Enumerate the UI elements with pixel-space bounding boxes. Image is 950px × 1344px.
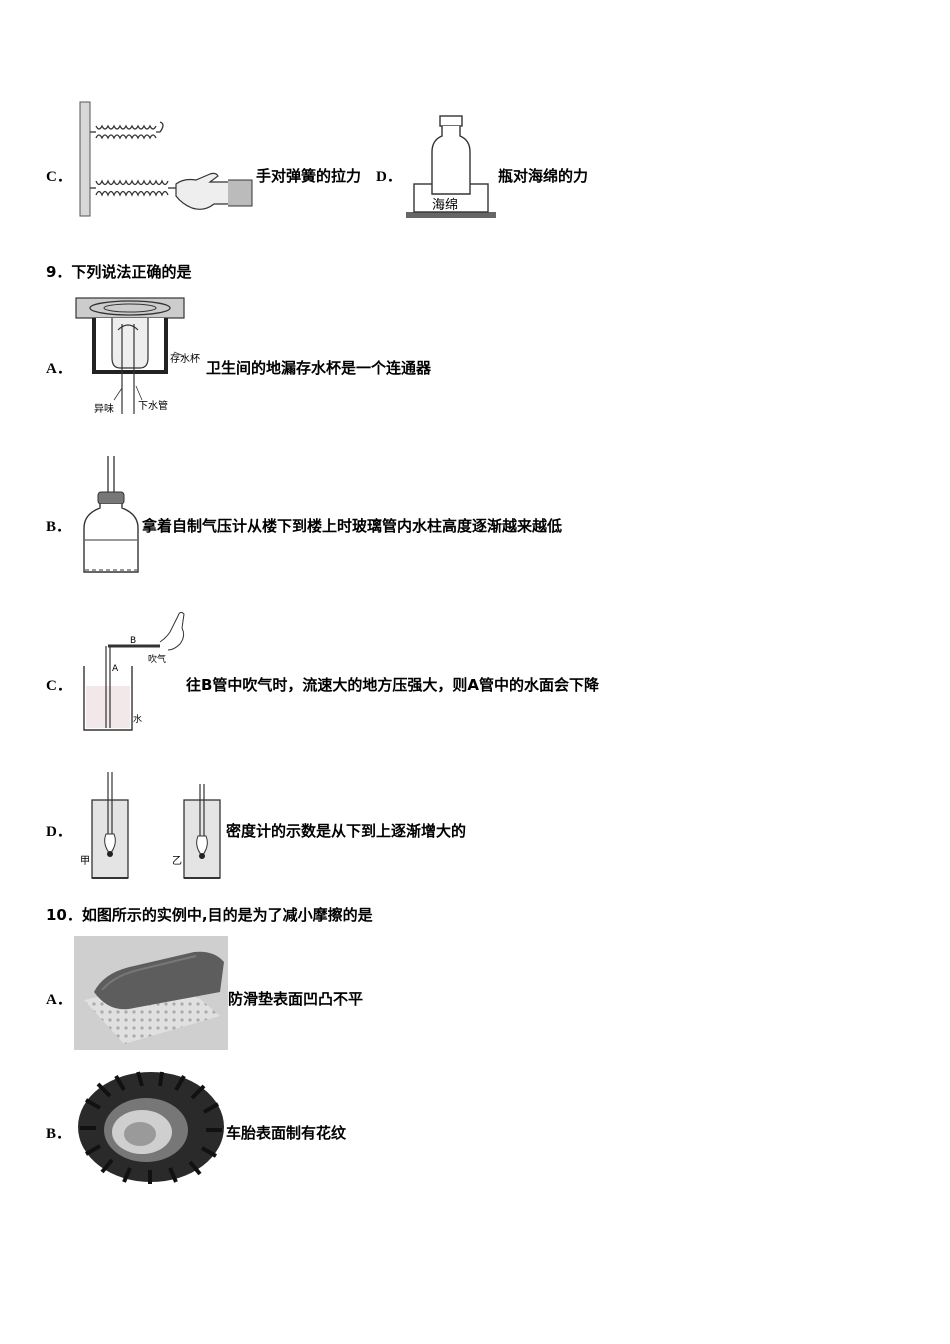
q9-option-b-label: B． xyxy=(46,519,72,535)
blowing-tube-figure xyxy=(83,611,185,731)
water-label: 水 xyxy=(133,715,143,725)
tire-image xyxy=(78,1071,224,1184)
sponge-label: 海绵 xyxy=(432,198,459,213)
q8-option-c-label: C． xyxy=(46,169,72,185)
q9-option-c-text: 往B管中吹气时，流速大的地方压强大，则A管中的水面会下降 xyxy=(186,676,600,694)
pipe-label: 下水管 xyxy=(138,401,168,412)
blow-label: 吹气 xyxy=(148,655,167,665)
tube-a-label: A xyxy=(112,664,119,674)
beaker-yi-label: 乙 xyxy=(172,856,182,867)
spring-hand-figure xyxy=(79,101,253,217)
beaker-jia-label: 甲 xyxy=(80,856,90,867)
q8-option-d-label: D． xyxy=(376,169,402,185)
q10-option-a-text: 防滑垫表面凹凸不平 xyxy=(228,990,364,1008)
q8-option-c-text: 手对弹簧的拉力 xyxy=(256,167,362,185)
q9-option-d-label: D． xyxy=(46,824,72,840)
barometer-bottle-figure xyxy=(83,456,139,573)
q9-option-b-text: 拿着自制气压计从楼下到楼上时玻璃管内水柱高度逐渐越来越低 xyxy=(142,517,563,535)
q9-option-a-text: 卫生间的地漏存水杯是一个连通器 xyxy=(206,359,432,377)
odor-label: 异味 xyxy=(94,404,114,415)
q10-option-b-text: 车胎表面制有花纹 xyxy=(226,1124,347,1142)
q10-option-a-label: A． xyxy=(46,992,72,1008)
q8-option-d-text: 瓶对海绵的力 xyxy=(498,167,589,185)
bottle-sponge-figure xyxy=(406,115,496,218)
q10-stem: 10．如图所示的实例中,目的是为了减小摩擦的是 xyxy=(46,906,373,924)
q9-option-a-label: A． xyxy=(46,361,72,377)
anti-slip-mat-image xyxy=(74,936,228,1050)
q9-option-d-text: 密度计的示数是从下到上逐渐增大的 xyxy=(226,822,467,840)
floor-drain-figure xyxy=(75,297,185,414)
q9-stem: 9．下列说法正确的是 xyxy=(46,263,192,281)
cup-label: 存水杯 xyxy=(170,354,200,365)
tube-b-label: B xyxy=(130,636,137,646)
q9-option-c-label: C． xyxy=(46,678,72,694)
hydrometer-figures xyxy=(91,772,221,879)
q10-option-b-label: B． xyxy=(46,1126,72,1142)
